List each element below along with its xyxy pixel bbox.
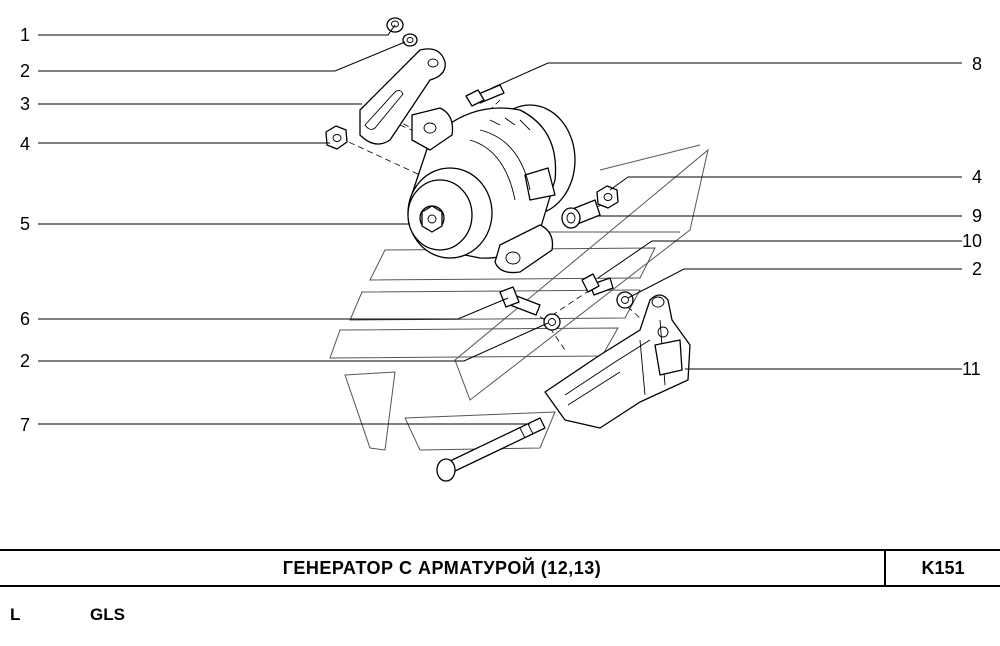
part-2-washer-lower: [543, 313, 561, 331]
callout-3: 3: [20, 94, 30, 114]
part-10-bolt: [581, 273, 614, 296]
callout-9: 9: [972, 206, 982, 226]
footer-model-l: L: [10, 605, 21, 624]
part-11-mount-bracket: [544, 294, 691, 429]
diagram-code: K151: [921, 557, 965, 578]
callout-8: 8: [972, 54, 982, 74]
parts-diagram: 1 2 3 4 5 6 2 7 8 4 9 10 2 11: [20, 17, 982, 482]
callout-2-lower: 2: [20, 351, 30, 371]
callout-2-right: 2: [972, 259, 982, 279]
callout-2: 2: [20, 61, 30, 81]
footer-model-gls: GLS: [90, 605, 125, 624]
part-6-bolt: [499, 286, 541, 316]
part-8-bolt: [465, 84, 505, 107]
callout-11: 11: [962, 359, 981, 379]
callout-6: 6: [20, 309, 30, 329]
callout-10: 10: [962, 231, 982, 251]
part-2-washer: [402, 33, 418, 47]
part-5-generator: [407, 104, 576, 274]
callout-7: 7: [20, 415, 30, 435]
callout-4: 4: [20, 134, 30, 154]
leader-lines: [38, 24, 962, 425]
part-2-washer-right: [616, 291, 634, 309]
callout-5: 5: [20, 214, 30, 234]
part-3-bracket: [359, 48, 446, 145]
part-9-bushing: [561, 199, 601, 229]
title-bar: ГЕНЕРАТОР С АРМАТУРОЙ (12,13) K151: [0, 549, 1000, 587]
part-7-long-bolt: [436, 417, 546, 482]
callout-4-right: 4: [972, 167, 982, 187]
part-4-nut: [325, 125, 348, 150]
callout-1: 1: [20, 25, 30, 45]
part-4-nut-right: [596, 185, 619, 209]
diagram-title: ГЕНЕРАТОР С АРМАТУРОЙ (12,13): [0, 551, 886, 585]
